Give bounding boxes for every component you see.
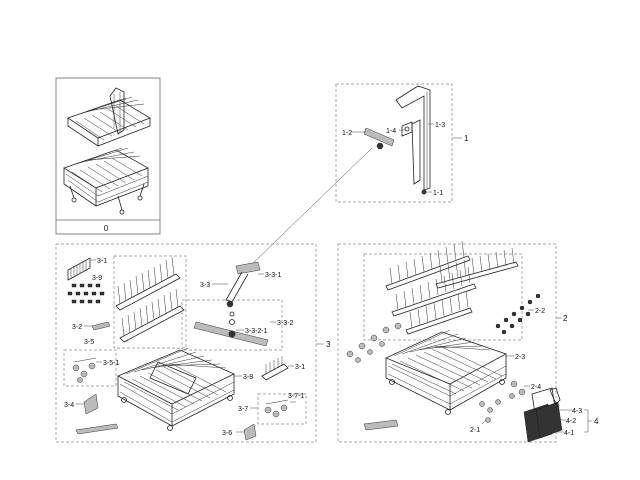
part-label-3-3: 3-3: [200, 282, 210, 289]
part-3-6: [243, 423, 257, 441]
part-label-3-7-1: 3-7-1: [288, 393, 304, 400]
assembly-box-3: 3 3-1 3-9 3-2 3-5 3-5-1 3-4: [55, 243, 331, 443]
part-label-1-4: 1-4: [386, 128, 396, 135]
feed-pipe-illustration: [363, 85, 431, 195]
tine-rows-middle: [113, 255, 187, 349]
wheels-2-4: [509, 380, 526, 399]
wheels-2-1: [479, 399, 501, 423]
bracket-4: [584, 409, 592, 433]
cutlery-basket-4: [523, 387, 563, 443]
part-label-1-1: 1-1: [433, 190, 443, 197]
lower-rack-illustration: [63, 147, 149, 215]
part-label-3-3-1: 3-3-1: [265, 272, 281, 279]
rail-bar: [75, 423, 119, 435]
subassembly-box-3-5-1: [63, 349, 117, 387]
part-label-3-1-top: 3-1: [97, 258, 107, 265]
rack-wheels: [346, 322, 402, 363]
tine-row-3-1-right: [261, 356, 289, 381]
upper-rail-bar: [363, 419, 399, 431]
upper-tine-rows: [363, 240, 523, 341]
clips-3-9: [67, 283, 105, 304]
part-label-3-4: 3-4: [64, 402, 74, 409]
subassembly-box-3-7-1: [257, 393, 307, 425]
part-label-2: 2: [563, 314, 568, 323]
connector-line: [247, 147, 373, 269]
part-label-2-4: 2-4: [531, 384, 541, 391]
part-label-2-2: 2-2: [535, 308, 545, 315]
part-label-3-1-right: 3-1: [295, 364, 305, 371]
part-label-4-1: 4-1: [564, 430, 574, 437]
part-label-3-5-1: 3-5-1: [103, 360, 119, 367]
assembly-box-2: 2 2-2: [337, 240, 568, 443]
part-label-1-2: 1-2: [342, 130, 352, 137]
upper-rack-illustration: [67, 87, 151, 147]
part-label-4-3: 4-3: [572, 408, 582, 415]
part-label-3-9: 3-9: [92, 275, 102, 282]
clips-2-2: [495, 293, 541, 335]
part-label-2-1: 2-1: [470, 427, 480, 434]
part-label-3-3-2: 3-3-2: [277, 320, 293, 327]
part-label-0: 0: [104, 224, 109, 233]
assembly-box-1: 1-2 1-4 1-3 1-1 1: [335, 83, 469, 203]
part-label-3-6: 3-6: [222, 430, 232, 437]
assembly-box-0: 0: [55, 77, 161, 235]
part-label-3-2: 3-2: [72, 324, 82, 331]
holder-3-2: [91, 321, 111, 331]
part-3-4: [83, 393, 99, 415]
part-label-4-2: 4-2: [566, 418, 576, 425]
spray-arm-hub-3-3: [225, 261, 261, 308]
subassembly-box-3-3-2: [181, 299, 283, 351]
part-label-2-3: 2-3: [515, 354, 525, 361]
wheels-3-5-1: [72, 357, 97, 383]
tine-row-3-1-left: [67, 257, 91, 281]
part-label-1: 1: [464, 134, 469, 143]
lower-basket-illustration: [117, 347, 235, 431]
upper-basket-illustration: [384, 329, 507, 415]
lower-spray-arm-3-3-2: [193, 311, 269, 347]
part-label-3-3-2-1: 3-3-2-1: [245, 328, 268, 335]
wheels-3-7-1: [264, 399, 289, 418]
part-label-3: 3: [326, 340, 331, 349]
part-label-4: 4: [594, 417, 599, 426]
part-label-3-8: 3-8: [243, 374, 253, 381]
part-label-1-3: 1-3: [435, 122, 445, 129]
part-label-3-7: 3-7: [238, 406, 248, 413]
part-label-3-5: 3-5: [84, 339, 94, 346]
